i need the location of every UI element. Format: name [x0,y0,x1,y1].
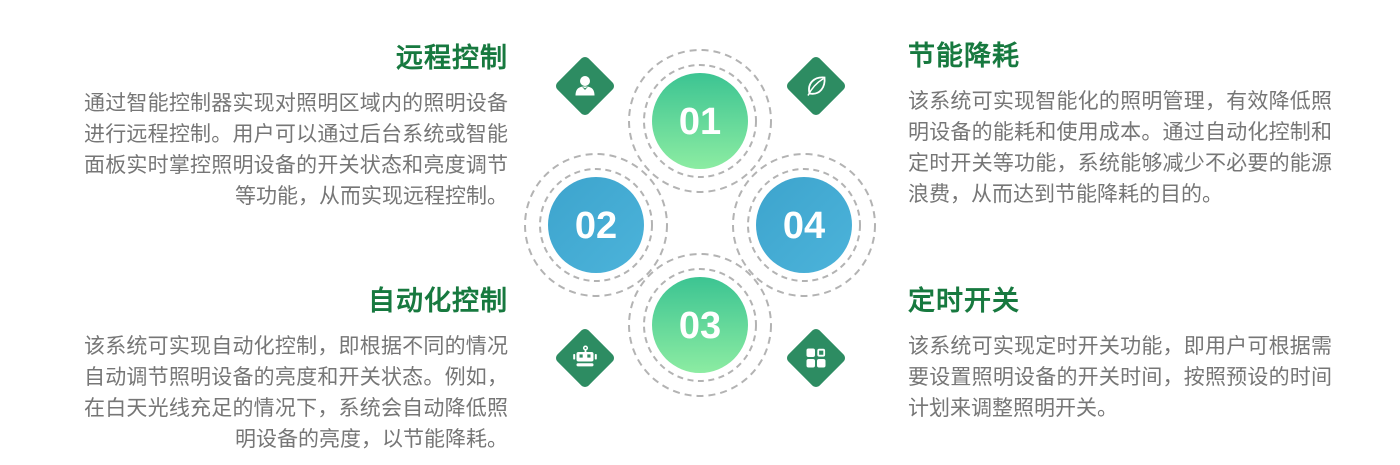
diamond-user [555,56,615,116]
step-number: 02 [575,205,617,247]
dashed-ring-inner-top [643,64,757,178]
section-title: 远程控制 [396,43,508,73]
step-circle-03: 03 [652,277,748,373]
step-circle-04: 04 [756,177,852,273]
diamond-leaf [786,56,846,116]
section-body: 该系统可实现自动化控制，即根据不同的情况自动调节照明设备的亮度和开关状态。例如，… [84,335,508,451]
section-title: 定时开关 [908,286,1020,316]
step-circle-02: 02 [548,177,644,273]
section-body: 该系统可实现定时开关功能，即用户可根据需要设置照明设备的开关时间，按照预设的时间… [908,335,1332,420]
diamond-robot [555,328,615,388]
section-body: 该系统可实现智能化的照明管理，有效降低照明设备的能耗和使用成本。通过自动化控制和… [908,90,1332,206]
section-energy-saving: 节能降耗 该系统可实现智能化的照明管理，有效降低照明设备的能耗和使用成本。通过自… [908,34,1332,210]
dashed-ring-outer-right [732,153,876,297]
apps-icon [806,348,826,368]
diamond-apps [786,328,846,388]
dashed-ring-inner-left [539,168,653,282]
section-body: 通过智能控制器实现对照明区域内的照明设备进行远程控制。用户可以通过后台系统或智能… [84,92,508,208]
dashed-ring-outer-top [628,49,772,193]
section-automation: 自动化控制 该系统可实现自动化控制，即根据不同的情况自动调节照明设备的亮度和开关… [84,279,508,455]
step-number: 03 [679,305,721,347]
section-title: 节能降耗 [908,41,1020,71]
step-number: 01 [679,101,721,143]
dashed-ring-inner-bottom [643,268,757,382]
user-icon [575,76,595,96]
dashed-ring-inner-right [747,168,861,282]
section-remote-control: 远程控制 通过智能控制器实现对照明区域内的照明设备进行远程控制。用户可以通过后台… [84,36,508,212]
leaf-icon [807,76,826,96]
step-circle-01: 01 [652,73,748,169]
step-number: 04 [783,205,825,247]
dashed-ring-outer-bottom [628,253,772,397]
steps-diagram: 01 02 03 04 [524,49,876,397]
section-title: 自动化控制 [368,286,508,316]
dashed-ring-outer-left [524,153,668,297]
robot-icon [573,345,597,367]
section-timed-switch: 定时开关 该系统可实现定时开关功能，即用户可根据需要设置照明设备的开关时间，按照… [908,279,1332,424]
